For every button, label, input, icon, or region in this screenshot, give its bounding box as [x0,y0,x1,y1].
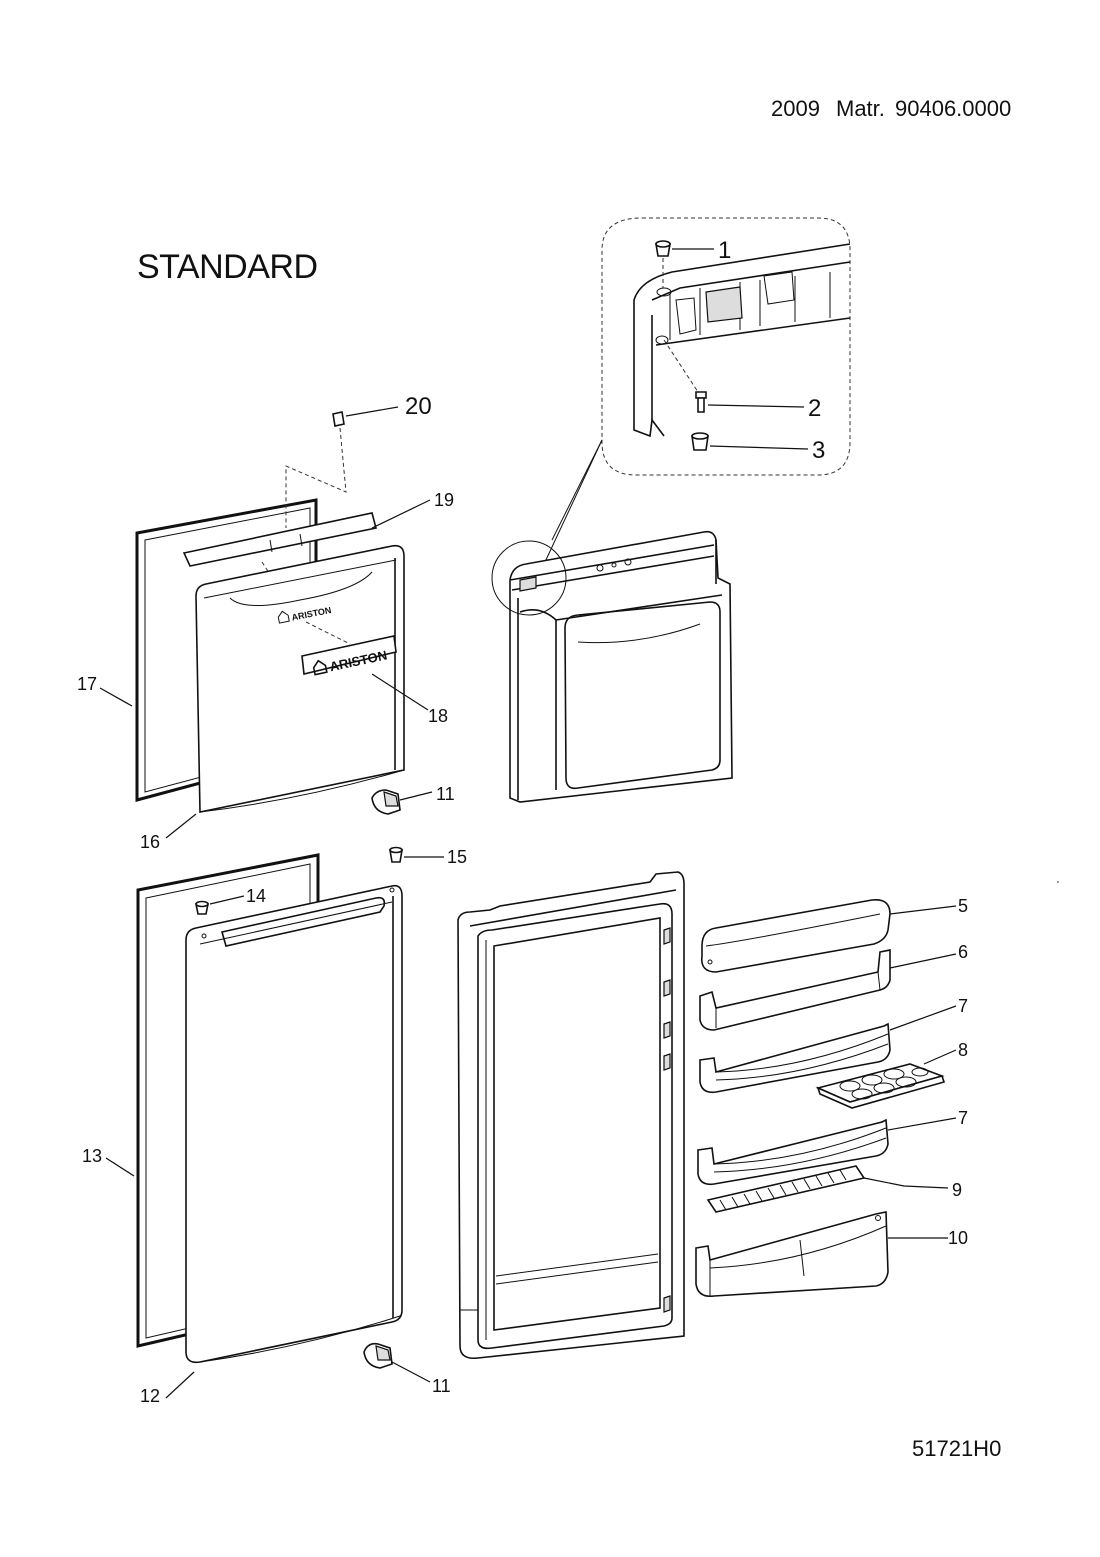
part-14-cap [195,900,209,915]
part-2-pin [695,391,707,413]
diagram-title: STANDARD [137,248,318,286]
callout-14: 14 [246,886,266,906]
callout-3: 3 [812,437,825,464]
callout-1: 1 [718,237,731,264]
part-3-bushing [691,432,709,451]
part-6-door-shelf [699,949,891,1031]
leader-lines [99,406,957,1399]
callout-5: 5 [958,896,968,916]
part-15-cap [389,846,403,863]
callout-9: 9 [952,1180,962,1200]
callout-19: 19 [434,490,454,510]
part-10-bottle-shelf [695,1211,889,1298]
callout-7-lower: 7 [958,1108,968,1128]
callout-16: 16 [140,832,160,852]
callout-13: 13 [82,1146,102,1166]
callout-10: 10 [948,1228,968,1248]
part-7-door-shelf-upper [699,1022,891,1094]
detail-inset [544,217,851,563]
part-11-hinge-bottom [363,1342,393,1369]
callout-18: 18 [428,706,448,726]
part-20-clip [285,411,347,528]
fridge-door-liner [457,871,685,1360]
header-year: 2009 [771,96,820,121]
header-matr-number: 90406.0000 [895,96,1012,121]
part-12-fridge-door [185,884,403,1364]
callout-8: 8 [958,1040,968,1060]
part-8-egg-tray [815,1063,946,1109]
callout-2: 2 [808,395,821,422]
callout-6: 6 [958,942,968,962]
part-11-hinge-top [371,789,401,815]
callout-12: 12 [140,1386,160,1406]
callout-20: 20 [405,393,432,420]
drawing-code: 51721H0 [912,1436,1002,1461]
callout-11-top: 11 [436,784,455,804]
header-matr-label: Matr. [836,96,885,121]
callout-17: 17 [77,674,97,694]
part-16-freezer-door [195,544,405,813]
callout-15: 15 [447,847,467,867]
callout-7-upper: 7 [958,996,968,1016]
freezer-compartment-frame [491,530,733,803]
part-7-door-shelf-lower [697,1118,889,1186]
part-5-dairy-cover [700,898,891,973]
callout-numbers: 1 2 3 20 19 18 17 11 16 15 14 13 12 11 5… [77,237,968,1406]
callout-11-bottom: 11 [432,1376,451,1396]
